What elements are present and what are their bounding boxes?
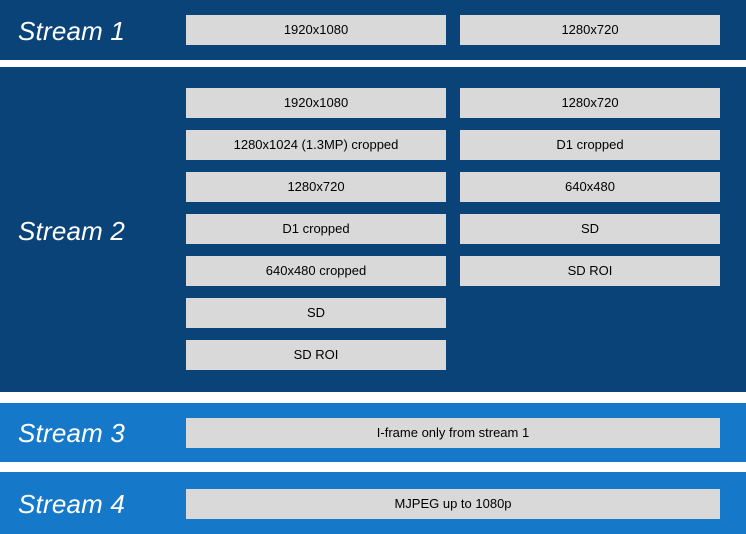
- option-box: D1 cropped: [186, 214, 446, 244]
- option-box: SD ROI: [460, 256, 720, 286]
- option-box: SD: [460, 214, 720, 244]
- option-box: 1280x1024 (1.3MP) cropped: [186, 130, 446, 160]
- stream-row-stream-3: Stream 3 I-frame only from stream 1: [0, 403, 746, 462]
- option-box: 1920x1080: [186, 15, 446, 45]
- stream-row-stream-2: Stream 2 1920x1080 1280x1024 (1.3MP) cro…: [0, 67, 746, 392]
- option-box: 1280x720: [186, 172, 446, 202]
- option-box: 1920x1080: [186, 88, 446, 118]
- option-box: MJPEG up to 1080p: [186, 489, 720, 519]
- option-box: 1280x720: [460, 88, 720, 118]
- stream-label-stream-3: Stream 3: [18, 418, 126, 448]
- option-box: I-frame only from stream 1: [186, 418, 720, 448]
- option-box: SD: [186, 298, 446, 328]
- option-box: D1 cropped: [460, 130, 720, 160]
- stream-label-stream-4: Stream 4: [18, 489, 126, 519]
- stream-label-stream-2: Stream 2: [18, 216, 126, 246]
- stream-row-stream-4: Stream 4 MJPEG up to 1080p: [0, 472, 746, 534]
- option-box: 1280x720: [460, 15, 720, 45]
- stream-row-stream-1: Stream 1 1920x1080 1280x720: [0, 0, 746, 60]
- option-box: SD ROI: [186, 340, 446, 370]
- stream-label-stream-1: Stream 1: [18, 16, 126, 46]
- option-box: 640x480: [460, 172, 720, 202]
- option-box: 640x480 cropped: [186, 256, 446, 286]
